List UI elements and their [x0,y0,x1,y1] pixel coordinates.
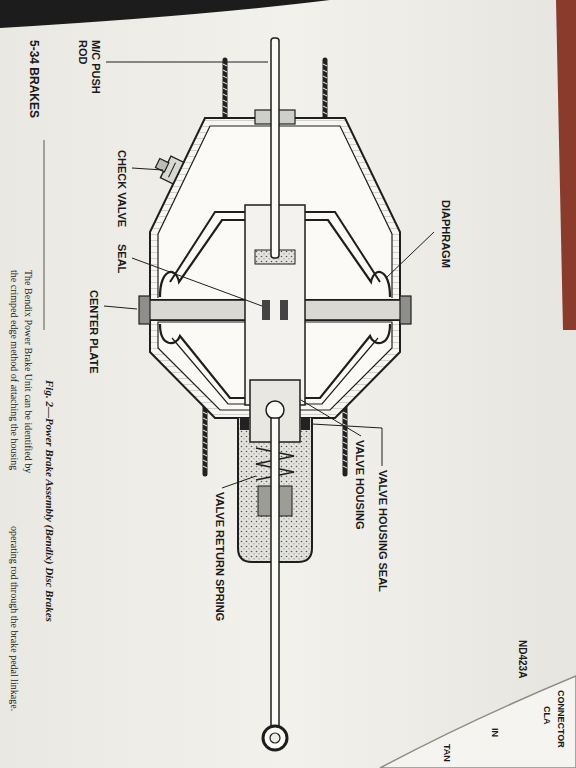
facing-page-text: IN [490,728,500,737]
desk-edge [556,0,576,330]
body-text: the crimped edge method of attaching the… [9,270,21,470]
part-label: VALVE RETURN SPRING [213,492,226,621]
valve-housing-seal [240,418,249,430]
crimped-edge [400,296,411,324]
leader-lines [104,62,434,488]
crimped-edge [139,296,150,324]
part-label: SEAL [115,244,128,273]
body-text: The Bendix Power Brake Unit can be ident… [23,270,35,473]
valve-ball [266,401,284,419]
facing-page-text: CONNECTOR [556,690,566,748]
facing-page-text: CLA [542,706,552,725]
figure-id: ND423A [517,640,529,678]
page-header: 5-34 BRAKES [26,40,40,118]
part-label: M/C PUSH ROD [77,40,102,102]
part-label: DIAPHRAGM [439,200,452,268]
check-valve [152,152,183,184]
rod-eye [263,726,287,750]
part-label: CENTER PLATE [87,290,100,374]
valve-housing-seal [301,418,310,430]
figure-caption: Fig. 2—Power Brake Assembly (Bendix) Dis… [43,380,56,622]
rod-eye-hole [270,733,280,743]
facing-page-text: TAN [442,744,452,762]
center-seal [262,300,270,320]
facing-page [380,676,576,768]
part-label: VALVE HOUSING [353,440,366,529]
center-seal [280,300,288,320]
part-label: CHECK VALVE [115,150,128,227]
body-text: operating rod through the brake pedal li… [9,526,21,711]
header-rule [44,140,45,330]
desk-shadow [0,0,330,28]
master-cylinder-push-rod [271,38,279,258]
operating-rod [271,418,279,726]
part-label: VALVE HOUSING SEAL [376,470,389,592]
